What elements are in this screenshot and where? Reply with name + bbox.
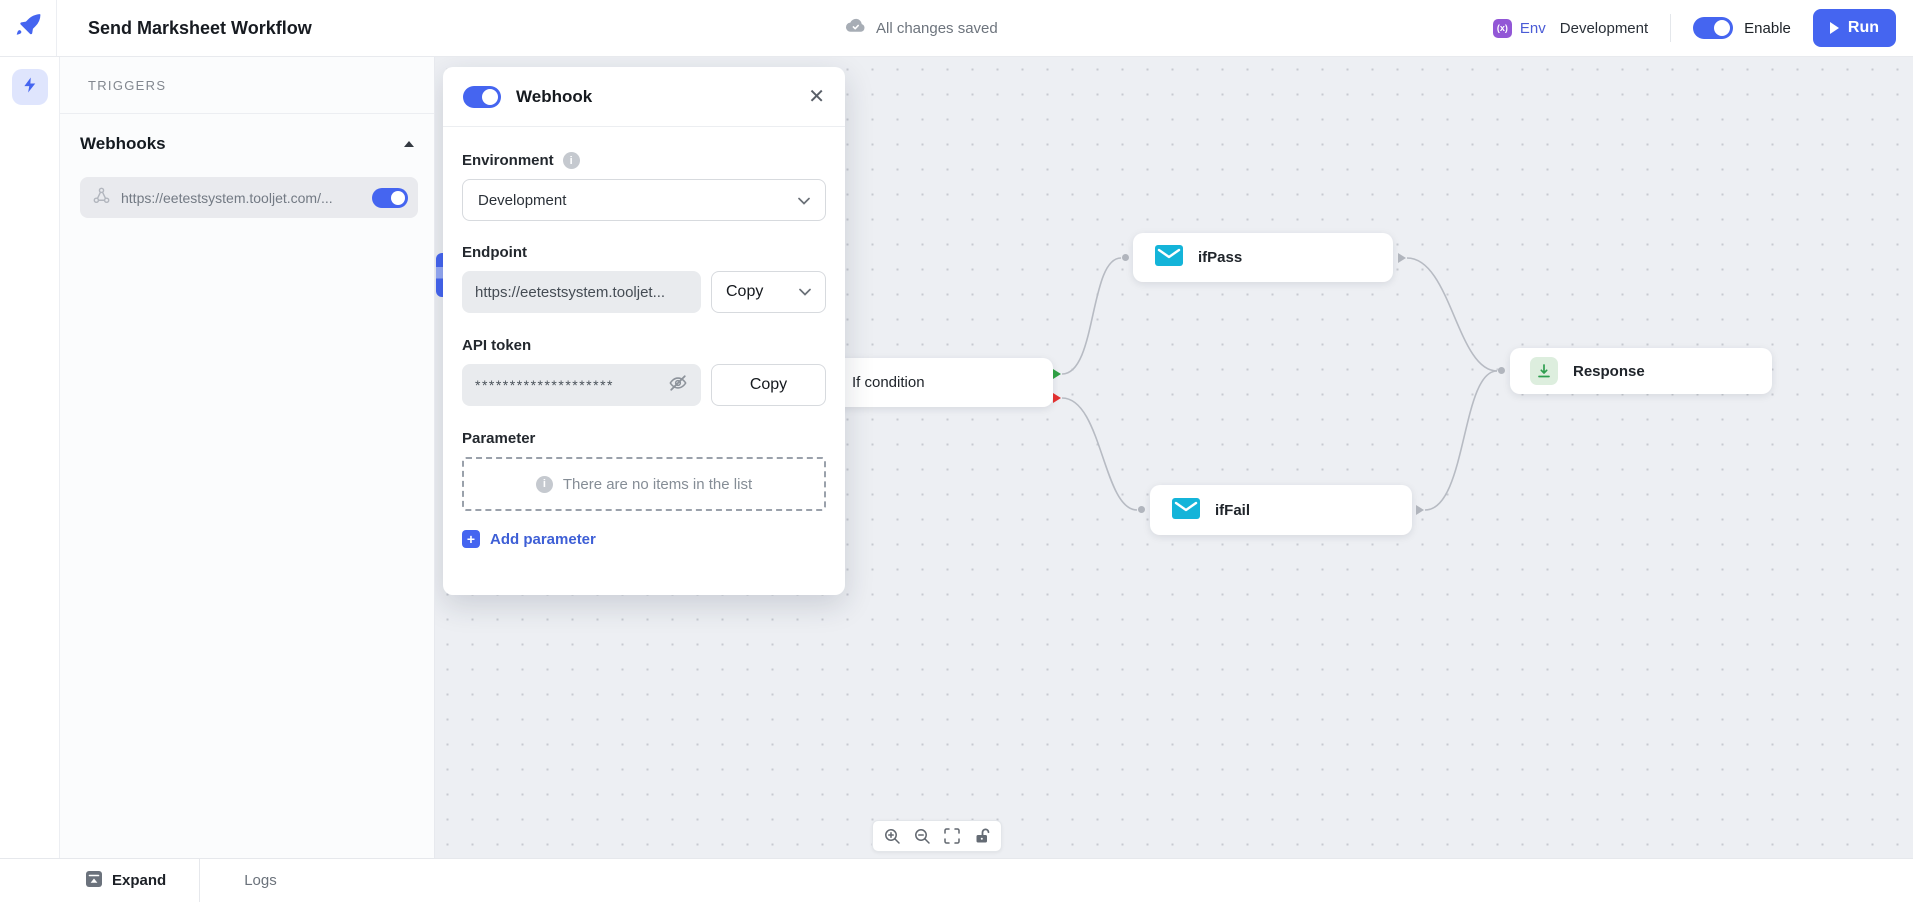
webhook-list-item[interactable]: https://eetestsystem.tooljet.com/... [80,177,418,218]
add-parameter-label: Add parameter [490,530,596,548]
response-input-handle[interactable] [1498,367,1505,374]
bottom-bar: Expand Logs [0,858,1913,902]
environment-select-value: Development [478,191,567,209]
environment-label: Environment [462,152,554,169]
node-label: ifPass [1198,249,1243,266]
triggers-rail-button[interactable] [12,69,48,105]
lock-button[interactable] [971,825,993,847]
lightning-bolt-icon [21,76,39,99]
zoom-out-button[interactable] [911,825,933,847]
node-label: If condition [852,374,925,391]
run-button-label: Run [1847,19,1879,36]
api-token-copy-button[interactable]: Copy [711,364,826,406]
endpoint-label: Endpoint [462,244,527,261]
enable-toggle[interactable] [1693,17,1734,39]
iffail-output-handle[interactable] [1416,505,1424,515]
api-token-field-label: API token [462,337,826,354]
cloud-check-icon [845,18,866,38]
save-status: All changes saved [845,0,998,56]
api-token-field[interactable]: ******************** [462,364,701,406]
toggle-knob [482,88,498,105]
panel-body: Environment i Development Endpoint https… [443,127,845,548]
env-selector[interactable]: (x) Env Development [1492,18,1649,38]
collapse-caret-icon [404,141,414,147]
email-icon [1155,245,1183,270]
webhooks-section-label: Webhooks [80,134,166,153]
parameter-empty-text: There are no items in the list [562,475,753,493]
if-condition-failure-handle[interactable] [1053,393,1061,403]
environment-field-label: Environment i [462,152,826,169]
page-title: Send Marksheet Workflow [88,17,312,38]
parameter-empty-state: i There are no items in the list [462,457,826,511]
play-icon [1829,22,1839,34]
email-icon [1172,497,1200,523]
api-token-row: ******************** Copy [462,364,826,406]
env-icon: (x) [1492,18,1512,38]
top-bar-actions: (x) Env Development Enable Run [1492,0,1896,56]
toggle-knob [1714,20,1731,36]
logs-tab[interactable]: Logs [244,872,277,889]
node-response[interactable]: Response [1510,348,1772,394]
api-token-value: ******************** [475,377,614,393]
expand-button[interactable]: Expand [85,870,166,892]
eye-off-icon[interactable] [668,374,688,396]
enable-label: Enable [1744,19,1791,37]
node-label: Response [1573,362,1645,380]
webhook-icon [92,186,111,210]
close-icon[interactable]: ✕ [808,85,825,108]
divider [199,858,201,902]
node-iffail[interactable]: ifFail [1150,485,1412,535]
info-icon: i [535,475,553,493]
panel-title: Webhook [516,86,593,106]
webhooks-section-header[interactable]: Webhooks [80,134,414,154]
triggers-sidebar: TRIGGERS Webhooks https://eetestsystem.t… [60,57,435,858]
left-rail [0,57,60,858]
panel-header: Webhook ✕ [443,67,845,127]
endpoint-field[interactable]: https://eetestsystem.tooljet... [462,271,701,313]
save-status-text: All changes saved [876,19,998,37]
node-label: ifFail [1215,501,1251,519]
response-icon [1530,357,1558,385]
endpoint-field-label: Endpoint [462,244,826,261]
env-value: Development [1559,19,1649,37]
canvas-controls [872,820,1002,852]
chevron-down-icon [799,283,811,301]
enable-control: Enable [1693,17,1791,39]
expand-label: Expand [112,872,167,889]
app-logo[interactable] [0,0,57,56]
webhook-config-panel: Webhook ✕ Environment i Development Endp… [443,67,845,595]
parameter-field-label: Parameter [462,430,826,447]
chevron-down-icon [798,192,810,209]
endpoint-copy-dropdown[interactable]: Copy [711,271,826,313]
ifpass-output-handle[interactable] [1398,253,1406,263]
expand-panel-icon [85,870,103,892]
iffail-input-handle[interactable] [1138,506,1145,513]
add-parameter-button[interactable]: + Add parameter [462,530,826,548]
info-icon: i [562,152,580,169]
webhook-enable-toggle[interactable] [372,187,408,208]
plus-icon: + [462,530,480,548]
divider [1670,14,1672,42]
copy-dropdown-label: Copy [726,283,764,300]
toggle-knob [391,190,405,205]
endpoint-row: https://eetestsystem.tooljet... Copy [462,271,826,313]
webhook-panel-toggle[interactable] [463,85,501,108]
endpoint-value: https://eetestsystem.tooljet... [475,283,666,301]
node-ifpass[interactable]: ifPass [1133,233,1393,282]
run-button[interactable]: Run [1812,9,1896,47]
webhook-url-text: https://eetestsystem.tooljet.com/... [121,189,333,206]
top-bar: Send Marksheet Workflow All changes save… [0,0,1913,57]
fit-view-button[interactable] [941,825,963,847]
ifpass-input-handle[interactable] [1122,254,1129,261]
rocket-icon [13,11,43,46]
zoom-in-button[interactable] [881,825,903,847]
triggers-section-title: TRIGGERS [60,57,434,114]
if-condition-success-handle[interactable] [1053,369,1061,379]
api-token-label: API token [462,337,532,354]
parameter-label: Parameter [462,430,536,447]
env-label: Env [1519,19,1546,37]
environment-select[interactable]: Development [462,179,826,221]
